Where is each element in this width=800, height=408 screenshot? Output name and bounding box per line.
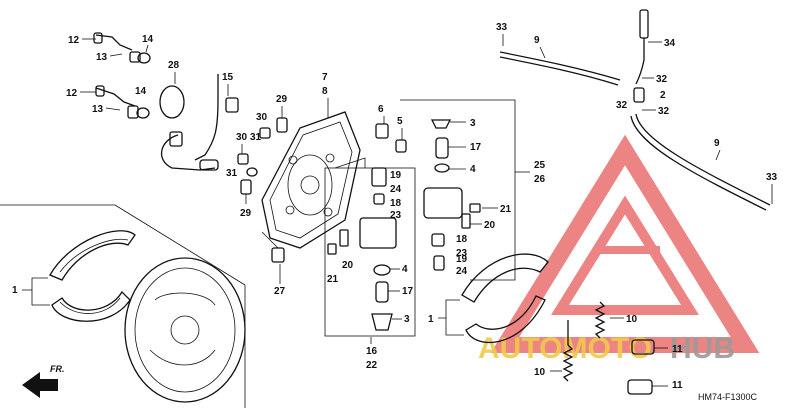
brake-backing-plate: 7 8 27 (261, 72, 361, 297)
callout-19-lower: 19 (390, 170, 402, 181)
wheel-cylinder-body-lower (359, 217, 397, 249)
callout-21-upper: 21 (500, 204, 512, 215)
callout-18-upper: 18 (456, 234, 468, 245)
callout-24-lower: 24 (390, 184, 402, 195)
callout-1-right: 1 (428, 314, 434, 325)
wheel-cylinder-upper: 6 5 3 17 4 25 26 21 20 18 23 19 24 (375, 99, 546, 281)
callout-16: 16 (366, 346, 378, 357)
breather-tubes: 33 9 34 32 2 32 32 9 33 (496, 9, 778, 211)
callout-27: 27 (274, 286, 286, 297)
callout-3-lower: 3 (404, 314, 410, 325)
callout-18-lower: 18 (390, 198, 402, 209)
bottom-left-brake-group: 1 FR. (0, 204, 246, 408)
bleeder-hose-upper (95, 34, 133, 51)
callout-7: 7 (322, 72, 328, 83)
callout-4-lower: 4 (402, 264, 408, 275)
callout-4-upper: 4 (470, 164, 476, 175)
watermark-logo (490, 134, 760, 353)
callout-25: 25 (534, 160, 546, 171)
callout-11-lower: 11 (672, 380, 683, 391)
callout-11-upper: 11 (672, 344, 683, 355)
brake-pipe (161, 134, 216, 171)
callout-10-upper: 10 (626, 314, 638, 325)
brake-panel-lower (124, 257, 246, 403)
callout-24-upper: 24 (456, 266, 468, 277)
brake-shoe-right-lower (465, 295, 546, 344)
callout-19-upper: 19 (456, 254, 468, 265)
callout-5: 5 (397, 116, 403, 127)
callout-20-upper: 20 (484, 220, 496, 231)
brake-hose-fittings: 12 13 14 12 13 14 28 15 29 30 (66, 32, 288, 219)
brake-hose (194, 74, 219, 161)
callout-23-lower: 23 (390, 210, 402, 221)
callout-22: 22 (366, 360, 378, 371)
callout-30-right: 30 (256, 112, 268, 123)
callout-21-lower: 21 (327, 274, 339, 285)
callout-20-lower: 20 (342, 260, 354, 271)
o-ring (159, 85, 185, 119)
callout-17-upper: 17 (470, 142, 482, 153)
callout-1-lower: 1 (12, 285, 18, 296)
callout-6: 6 (378, 104, 384, 115)
callout-15: 15 (222, 72, 234, 83)
callout-31-left: 31 (226, 168, 238, 179)
watermark-text-automoto: AUTOMOTO (478, 332, 652, 365)
direction-label: FR. (50, 364, 65, 374)
watermark-text-hub: HUB (670, 332, 735, 365)
backing-plate-outline (261, 111, 361, 249)
callout-32-c: 32 (658, 106, 670, 117)
callout-9-top: 9 (534, 35, 540, 46)
callout-32-a: 32 (656, 74, 668, 85)
breather-tube-upper (499, 51, 621, 81)
wheel-cylinder-lower: 19 24 18 23 20 21 4 17 3 16 22 (324, 157, 416, 371)
wheel-cylinder-body-upper (423, 187, 463, 219)
brake-shoe-set-right: 1 (428, 253, 549, 344)
callout-33-top: 33 (496, 22, 508, 33)
callout-34: 34 (664, 38, 676, 49)
three-way-joint (633, 87, 645, 103)
brake-shoe-right-upper (461, 253, 549, 303)
callout-3-upper: 3 (470, 118, 476, 129)
callout-12-top: 12 (68, 35, 80, 46)
callout-33-lower: 33 (766, 172, 778, 183)
callout-13-mid: 13 (92, 104, 104, 115)
callout-23-upper: 23 (456, 248, 468, 259)
breather-tube-lower (635, 113, 771, 206)
callout-9-lower: 9 (714, 138, 720, 149)
diagram-code: HM74-F1300C (698, 392, 758, 402)
spring-clip-lower (627, 379, 653, 395)
callout-32-b: 32 (616, 100, 628, 111)
callout-31-right: 31 (250, 132, 262, 143)
callout-2: 2 (660, 90, 666, 101)
return-spring-upper (594, 301, 606, 339)
callout-29-top: 29 (276, 94, 288, 105)
callout-26: 26 (534, 174, 546, 185)
callout-12-mid: 12 (66, 88, 78, 99)
brake-shoe-lower (51, 290, 131, 322)
callout-14-mid: 14 (135, 86, 147, 97)
callout-17-lower: 17 (402, 286, 414, 297)
callout-8: 8 (322, 86, 328, 97)
front-direction-arrow-icon (22, 372, 58, 398)
springs-and-clips: 10 10 11 11 (534, 301, 683, 395)
callout-10-lower: 10 (534, 367, 546, 378)
callout-28: 28 (168, 60, 180, 71)
bleeder-hose-lower (95, 87, 136, 107)
brake-shoe-upper (49, 230, 136, 281)
callout-29-bottom: 29 (240, 208, 252, 219)
spring-clip-upper (631, 339, 655, 355)
callout-14-top: 14 (142, 34, 154, 45)
callout-30-left: 30 (236, 132, 248, 143)
return-spring-lower (562, 320, 574, 382)
callout-13-top: 13 (96, 52, 108, 63)
